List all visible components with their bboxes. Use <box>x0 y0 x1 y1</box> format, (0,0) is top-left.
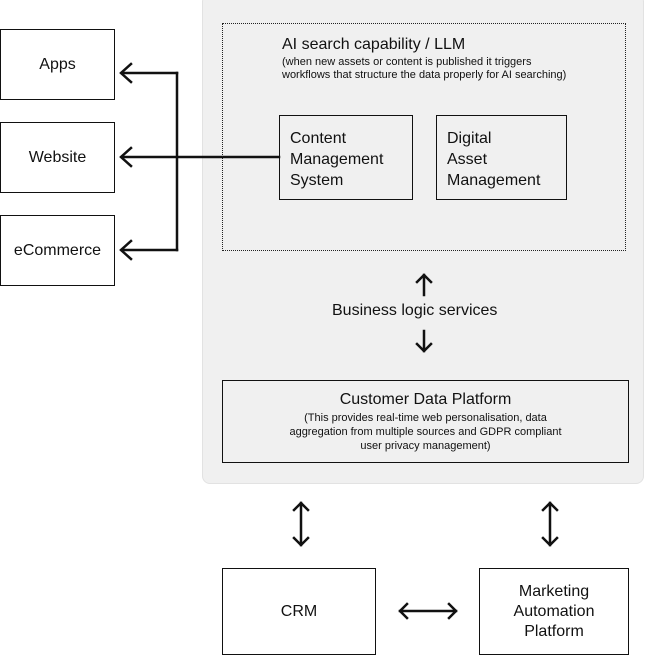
dam-line-1: Digital <box>447 130 492 147</box>
website-box[interactable]: Website <box>0 122 115 193</box>
ecommerce-arrowhead-icon <box>119 239 133 261</box>
ecommerce-label: eCommerce <box>13 241 102 259</box>
ai-layer-title: AI search capability / LLM <box>282 36 466 53</box>
business-logic-label: Business logic services <box>332 302 498 319</box>
website-label: Website <box>28 148 87 166</box>
cdp-description-line-1: (This provides real-time web personalisa… <box>304 411 547 424</box>
crm-label: CRM <box>280 602 318 620</box>
crm-map-double-arrow-icon <box>398 602 458 620</box>
cdp-description-line-3: user privacy management) <box>360 439 491 452</box>
cms-box[interactable]: Content Management System <box>279 115 413 200</box>
map-line-1: Marketing <box>518 582 590 600</box>
cdp-title: Customer Data Platform <box>339 390 512 408</box>
apps-box[interactable]: Apps <box>0 29 115 100</box>
bls-down-arrow-icon <box>415 329 433 353</box>
cms-line-3: System <box>290 172 344 189</box>
crm-box[interactable]: CRM <box>222 568 376 655</box>
ai-layer-container <box>222 23 626 251</box>
dam-line-2: Asset <box>447 151 488 168</box>
cms-line-1: Content <box>290 130 347 147</box>
map-line-2: Automation <box>513 602 595 620</box>
cdp-box[interactable]: Customer Data Platform (This provides re… <box>222 380 629 463</box>
apps-arrowhead-icon <box>119 62 133 84</box>
cdp-description-line-2: aggregation from multiple sources and GD… <box>289 425 562 438</box>
website-arrowhead-icon <box>119 146 133 168</box>
dam-box[interactable]: Digital Asset Management <box>436 115 567 200</box>
cdp-map-double-arrow-icon <box>541 501 559 547</box>
dam-line-3: Management <box>447 172 541 189</box>
map-box[interactable]: Marketing Automation Platform <box>479 568 629 655</box>
ai-layer-description: (when new assets or content is published… <box>282 56 567 81</box>
cdp-crm-double-arrow-icon <box>292 501 310 547</box>
apps-label: Apps <box>39 55 76 73</box>
bls-up-arrow-icon <box>415 273 433 297</box>
cms-line-2: Management <box>290 151 384 168</box>
ecommerce-box[interactable]: eCommerce <box>0 215 115 286</box>
map-line-3: Platform <box>524 622 584 640</box>
